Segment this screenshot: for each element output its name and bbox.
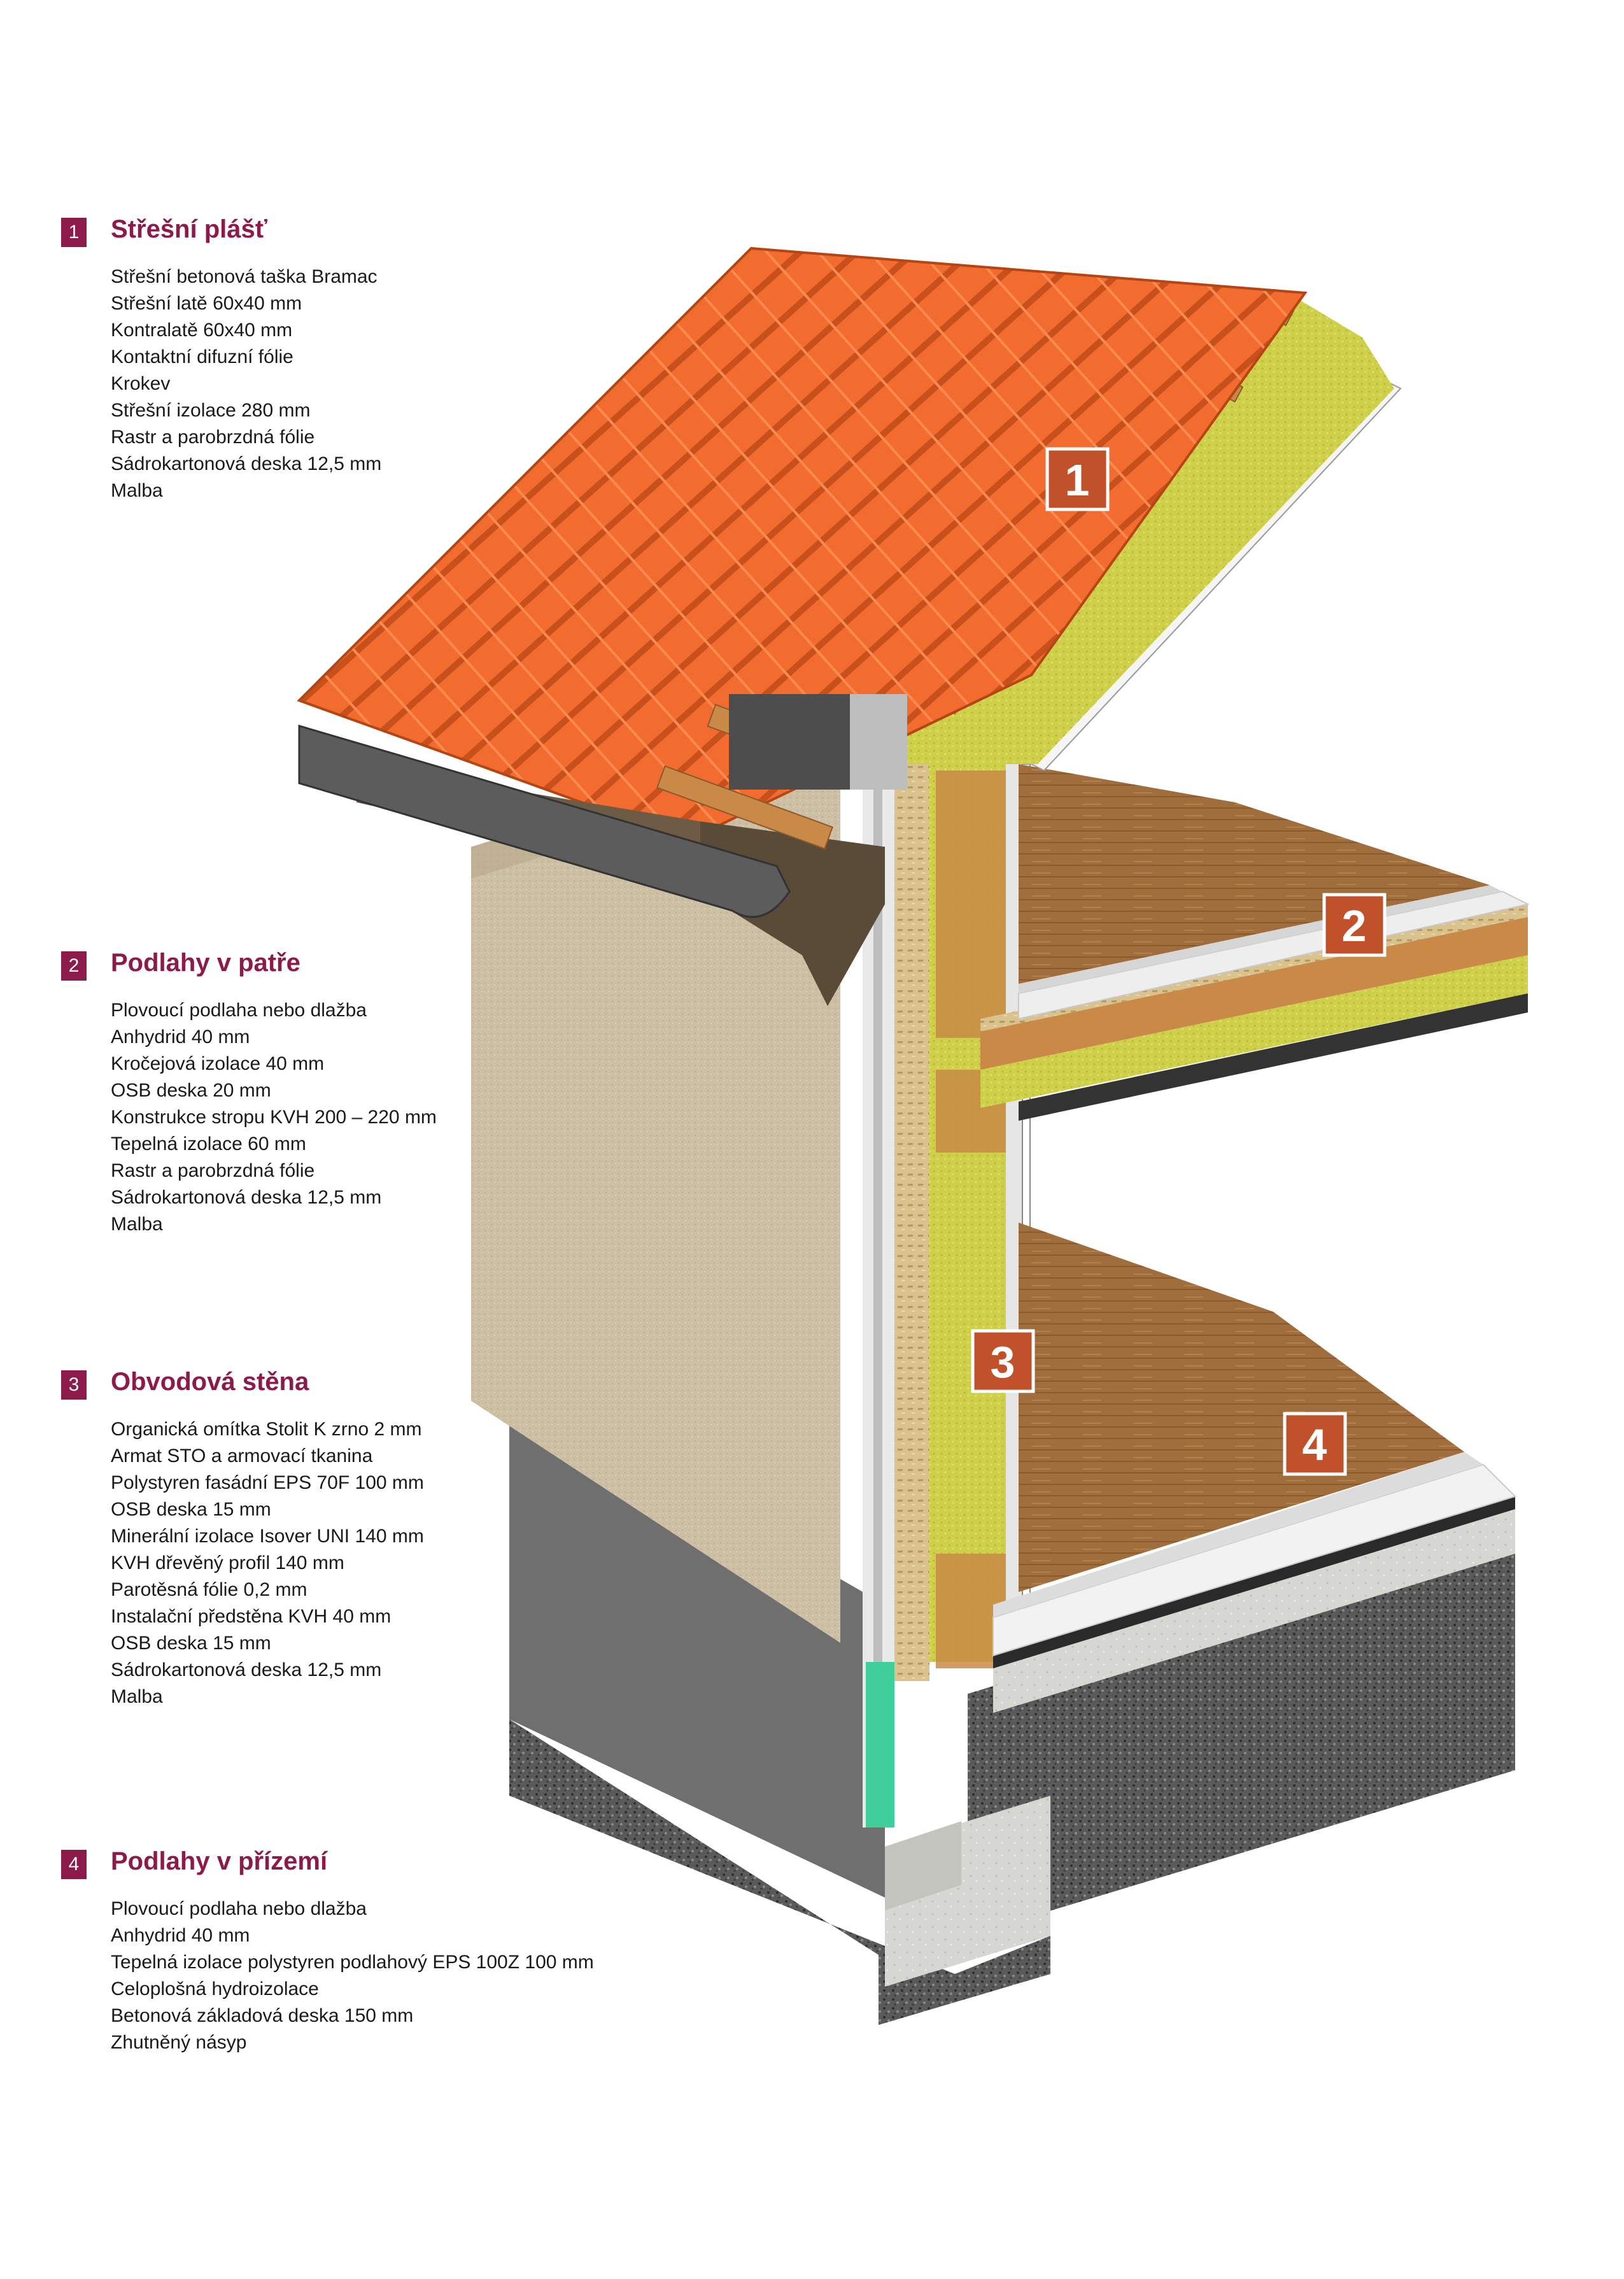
list-item: Anhydrid 40 mm [111, 1925, 250, 1946]
callout-3: 3 [971, 1329, 1035, 1393]
section-title: Podlahy v patře [111, 949, 300, 977]
foundation-side [885, 1821, 961, 1910]
section-title: Podlahy v přízemí [111, 1847, 328, 1875]
list-item: Sádrokartonová deska 12,5 mm [111, 1659, 382, 1680]
wall-top-cap-light [850, 694, 907, 790]
upper-floor-ceiling [1019, 993, 1528, 1121]
list-item: KVH dřevěný profil 140 mm [111, 1552, 344, 1573]
wall-top-cap [729, 694, 850, 790]
section-title: Obvodová stěna [111, 1368, 309, 1396]
ground-floor-slab [993, 1509, 1515, 1713]
list-item: Parotěsná fólie 0,2 mm [111, 1579, 307, 1600]
upper-floor-joist-band [980, 917, 1528, 1070]
facade-render [471, 732, 840, 1643]
section-items: Organická omítka Stolit K zrno 2 mm Arma… [111, 1416, 424, 1710]
list-item: Krokev [111, 373, 171, 394]
list-item: Armat STO a armovací tkanina [111, 1445, 373, 1466]
list-item: Kontralatě 60x40 mm [111, 320, 293, 341]
list-item: Malba [111, 480, 163, 501]
list-item: OSB deska 15 mm [111, 1633, 271, 1654]
section-items: Střešní betonová taška Bramac Střešní la… [111, 264, 381, 504]
ground-floor-screed [993, 1452, 1483, 1617]
upper-floor-surface [1019, 764, 1490, 984]
list-item: Minerální izolace Isover UNI 140 mm [111, 1526, 424, 1547]
callout-1: 1 [1045, 447, 1110, 511]
list-item: Plovoucí podlaha nebo dlažba [111, 1000, 367, 1021]
section-number: 4 [61, 1850, 87, 1879]
ground-floor-hydro [993, 1496, 1515, 1668]
list-item: Střešní latě 60x40 mm [111, 293, 302, 314]
upper-floor-insulation [980, 955, 1528, 1108]
list-item: Organická omítka Stolit K zrno 2 mm [111, 1419, 422, 1440]
callout-4: 4 [1283, 1412, 1347, 1476]
list-item: Sádrokartonová deska 12,5 mm [111, 1187, 382, 1208]
list-item: Tepelná izolace polystyren podlahový EPS… [111, 1952, 594, 1973]
list-item: OSB deska 15 mm [111, 1499, 271, 1520]
list-item: Polystyren fasádní EPS 70F 100 mm [111, 1472, 424, 1493]
ground-floor-surface-2 [1019, 1223, 1464, 1592]
list-item: Plovoucí podlaha nebo dlažba [111, 1898, 367, 1919]
section-number: 2 [61, 951, 87, 981]
list-item: Zhutněný násyp [111, 2032, 247, 2053]
upper-floor-osb [980, 904, 1528, 1032]
list-item: Střešní izolace 280 mm [111, 400, 311, 421]
compacted-fill [968, 1528, 1515, 1936]
svg-text:3: 3 [991, 1337, 1015, 1387]
list-item: Konstrukce stropu KVH 200 – 220 mm [111, 1107, 437, 1128]
osb-outer [894, 713, 929, 1681]
svg-text:1: 1 [1065, 455, 1090, 505]
section-items: Plovoucí podlaha nebo dlažba Anhydrid 40… [111, 1896, 594, 2056]
green-xps [866, 1662, 894, 1828]
eps-layer-edge [873, 707, 882, 1828]
list-item: Anhydrid 40 mm [111, 1026, 250, 1047]
list-item: Sádrokartonová deska 12,5 mm [111, 453, 382, 474]
section-items: Plovoucí podlaha nebo dlažba Anhydrid 40… [111, 997, 437, 1238]
list-item: Instalační předstěna KVH 40 mm [111, 1606, 392, 1627]
list-item: Malba [111, 1686, 163, 1707]
svg-text:2: 2 [1342, 901, 1367, 951]
section-number: 3 [61, 1370, 87, 1400]
list-item: Rastr a parobrzdná fólie [111, 427, 315, 448]
gutter [298, 724, 791, 918]
list-item: Malba [111, 1214, 163, 1235]
list-item: Kročejová izolace 40 mm [111, 1053, 325, 1074]
list-item: Celoplošná hydroizolace [111, 1978, 319, 1999]
svg-text:4: 4 [1303, 1420, 1327, 1470]
section-title: Střešní plášť [111, 215, 267, 243]
list-item: Rastr a parobrzdná fólie [111, 1160, 315, 1181]
list-item: Kontaktní difuzní fólie [111, 346, 293, 367]
list-item: OSB deska 20 mm [111, 1080, 271, 1101]
timber-stud [936, 770, 1006, 1038]
list-item: Betonová základová deska 150 mm [111, 2005, 414, 2026]
list-item: Tepelná izolace 60 mm [111, 1133, 306, 1154]
callout-2: 2 [1322, 893, 1387, 957]
list-item: Střešní betonová taška Bramac [111, 266, 378, 287]
section-number: 1 [61, 218, 87, 247]
plinth [509, 1388, 885, 1898]
